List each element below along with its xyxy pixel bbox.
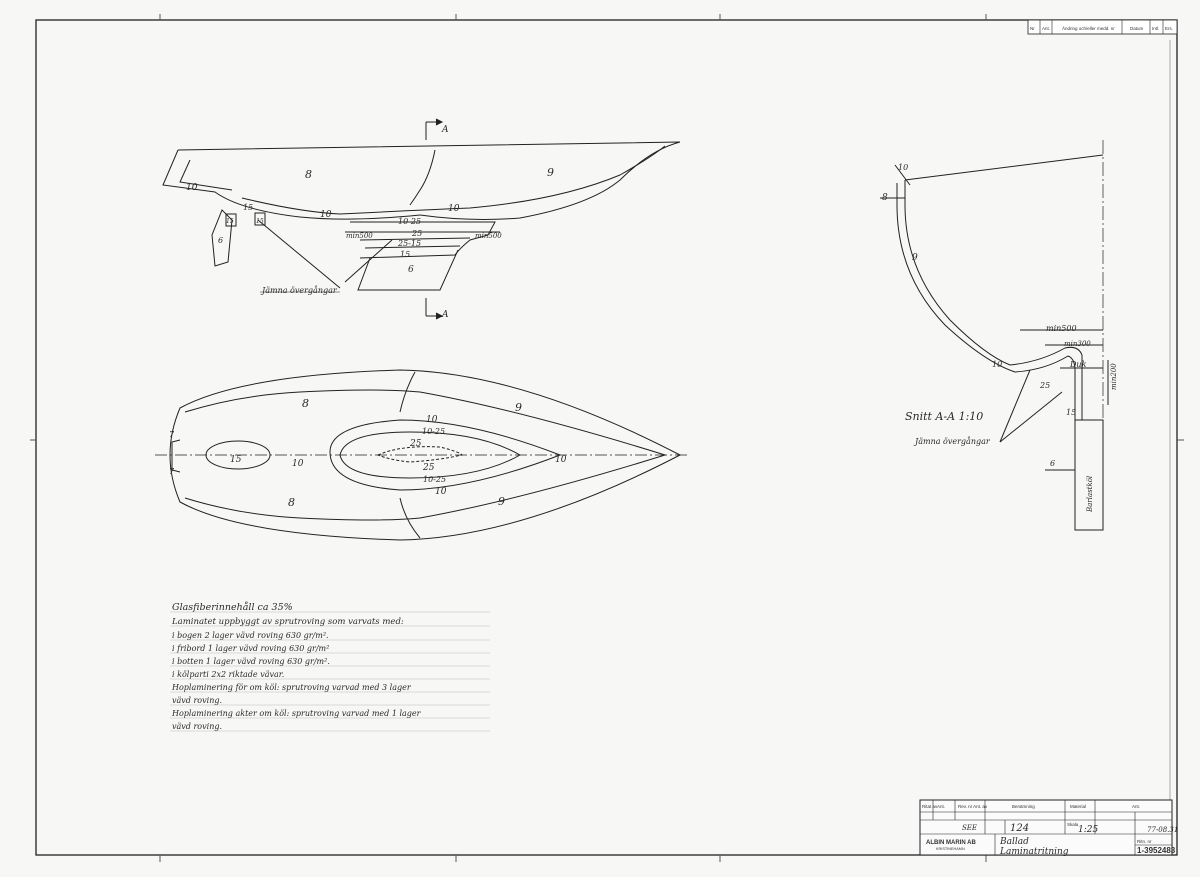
plan-view <box>155 369 690 541</box>
plan-zone-9-bottom: 9 <box>498 495 505 508</box>
plan-zone-8-top: 8 <box>302 397 309 410</box>
tb-scale: 1:25 <box>1078 825 1098 835</box>
side-zone-8: 8 <box>305 168 312 181</box>
plan-view-labels: 8 9 10 10-25 25 25 10-25 10 10 8 9 15 10… <box>169 397 567 509</box>
sheet-border <box>35 19 1178 856</box>
side-zone-6-rudder: 6 <box>218 236 223 245</box>
plan-zone-15: 15 <box>230 455 242 465</box>
hull-outline <box>177 141 681 220</box>
tb-sheet-hand: 124 <box>1010 823 1029 834</box>
tb-header-name: Benämning <box>1012 804 1035 809</box>
side-zone-15-rudder: 15 <box>226 218 234 225</box>
side-zone-9: 9 <box>547 166 554 179</box>
section-mark-bottom: A <box>441 310 449 320</box>
sec-label-9: 9 <box>912 253 918 263</box>
rev-header-nr: Nr <box>1030 26 1035 31</box>
sec-label-25: 25 <box>1039 381 1050 390</box>
plan-zone-10-bow: 10 <box>555 455 567 465</box>
rev-header-ers: Ers. <box>1165 26 1173 31</box>
side-zone-10-fwd: 10 <box>448 204 460 214</box>
side-zone-6-keel: 6 <box>408 265 414 275</box>
section-view <box>880 140 1109 531</box>
sec-label-duk: Duk <box>1069 360 1087 369</box>
note-line-10: vävd roving. <box>172 722 222 731</box>
tb-location: KRISTINEHAMN <box>936 847 965 851</box>
sec-label-6: 6 <box>1050 459 1055 468</box>
note-line-9: Hoplaminering akter om köl: sprutroving … <box>171 709 422 718</box>
side-zone-10-bottom: 10 <box>320 210 332 220</box>
tb-header-drawn-by: Ritat av <box>922 804 938 809</box>
rev-header-date: Datum <box>1130 26 1144 31</box>
plan-zone-10-aft: 10 <box>292 459 304 469</box>
plan-zone-10-bottom: 10 <box>435 487 447 497</box>
tb-header-material: Material <box>1070 804 1086 809</box>
border-ticks <box>30 14 1184 862</box>
side-min-right: min500 <box>475 232 502 240</box>
plan-zone-10-25-bottom: 10-25 <box>423 475 446 484</box>
note-line-2: Laminatet uppbyggt av sprutroving som va… <box>171 617 404 627</box>
title-block: Ritat av Ant. Rev. nr Ant. av Benämning … <box>919 799 1178 857</box>
side-transition-note: Jämna övergångar <box>260 286 338 295</box>
side-thk-25: 25 <box>411 229 422 238</box>
tb-header-rev: Rev. nr Ant. av <box>958 804 988 809</box>
note-line-6: i kölparti 2x2 riktade vävar. <box>172 670 284 679</box>
sec-label-10-top: 10 <box>898 163 908 172</box>
side-view-labels: 8 9 10 10 10 15 15 15 6 6 10-25 25 25-15… <box>186 125 554 320</box>
tb-date: 77-08.31 <box>1147 826 1178 834</box>
plan-zone-10-25-top: 10-25 <box>422 427 445 436</box>
sec-label-8: 8 <box>882 193 888 203</box>
side-view <box>162 118 681 320</box>
sec-label-ballast-keel: Barlastköl <box>1086 476 1094 513</box>
sec-label-min200: min200 <box>1110 363 1118 390</box>
hull-outline-stern <box>162 149 421 220</box>
plan-zone-25-top: 25 <box>409 439 422 449</box>
tb-title-1: Ballad <box>999 837 1029 847</box>
section-title: Snitt A-A 1:10 <box>905 410 983 423</box>
tb-drawing-no-label: Ritn. nr <box>1137 839 1152 844</box>
rev-header-ant: Ant. <box>1042 26 1050 31</box>
tb-header-ant-2: Ant. <box>1132 804 1140 809</box>
plan-outline <box>169 369 682 541</box>
plan-zone-8-bottom: 8 <box>288 496 295 509</box>
side-thk-10-25: 10-25 <box>398 217 421 226</box>
plan-zone-25-bottom: 25 <box>422 463 435 473</box>
tb-drawn-by: SEE <box>962 824 977 832</box>
side-zone-15: 15 <box>243 203 253 212</box>
section-deck <box>904 154 1104 181</box>
side-zone-10-stern: 10 <box>186 183 198 193</box>
note-line-3: i bogen 2 lager vävd roving 630 gr/m². <box>172 631 329 640</box>
note-line-7: Hoplaminering för om köl: sprutroving va… <box>171 683 412 692</box>
tb-company: ALBIN MARIN AB <box>926 840 976 846</box>
tb-drawing-no: 1-3952483 <box>1137 846 1176 855</box>
sec-label-10: 10 <box>992 360 1002 369</box>
rev-header-intl: Intl. <box>1152 26 1159 31</box>
plan-zone-7-bottom: 7 <box>169 467 175 476</box>
plan-zone-7-top: 7 <box>169 430 175 439</box>
note-line-1: Glasfiberinnehåll ca 35% <box>172 601 293 613</box>
side-min-left: min500 <box>346 232 373 240</box>
plan-zone-10-top: 10 <box>426 415 438 425</box>
sec-label-min500: min500 <box>1046 324 1077 333</box>
section-view-labels: 10 8 9 min500 min300 Duk min200 10 25 15… <box>882 163 1118 513</box>
sec-label-min300: min300 <box>1064 340 1091 348</box>
note-line-5: i botten 1 lager vävd roving 630 gr/m². <box>172 657 330 666</box>
tb-title-2: Laminatritning <box>999 847 1069 857</box>
side-zone-15-skeg: 15 <box>256 218 264 225</box>
tb-scale-label: Skala <box>1067 822 1079 827</box>
side-thk-25-15: 25-15 <box>397 239 421 248</box>
sec-label-15: 15 <box>1066 408 1076 417</box>
side-thk-15: 15 <box>400 250 410 259</box>
plan-zone-9-top: 9 <box>515 401 522 414</box>
laminate-notes: Glasfiberinnehåll ca 35% Laminatet uppby… <box>170 601 490 732</box>
section-mark-top: A <box>441 125 449 135</box>
rev-header-change: Ändring och/eller medd. nr <box>1062 25 1115 31</box>
revision-block: Nr Ant. Ändring och/eller medd. nr Datum… <box>1027 19 1178 35</box>
tb-header-ant: Ant. <box>937 804 945 809</box>
note-line-8: vävd roving. <box>172 696 222 705</box>
section-transition-note: Jämna övergångar <box>913 437 991 446</box>
note-line-4: i fribord 1 lager vävd roving 630 gr/m² <box>172 644 329 653</box>
